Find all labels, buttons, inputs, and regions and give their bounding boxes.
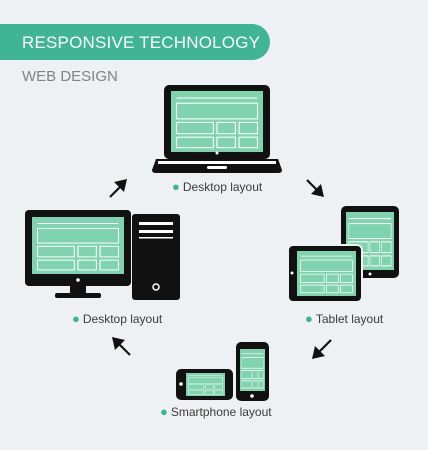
arrow-icon	[112, 337, 131, 356]
subtitle: WEB DESIGN	[22, 68, 118, 85]
arrow-icon	[312, 339, 332, 359]
label-tablet: ●Tablet layout	[305, 311, 384, 326]
bullet-icon: ●	[305, 311, 313, 326]
arrow-icon	[306, 179, 324, 197]
title-banner: RESPONSIVE TECHNOLOGY	[0, 24, 270, 60]
bullet-icon: ●	[160, 404, 168, 419]
desktop-computer-icon	[25, 210, 180, 300]
label-desktop-top: ●Desktop layout	[172, 179, 263, 194]
laptop-icon	[152, 85, 282, 173]
banner-title: RESPONSIVE TECHNOLOGY	[22, 33, 261, 52]
label-smartphone: ●Smartphone layout	[160, 404, 272, 419]
bullet-icon: ●	[172, 179, 180, 194]
arrow-icon	[109, 179, 127, 198]
smartphone-icon	[176, 342, 269, 401]
label-desktop-left: ●Desktop layout	[72, 311, 163, 326]
tablet-icon	[287, 206, 399, 303]
bullet-icon: ●	[72, 311, 80, 326]
